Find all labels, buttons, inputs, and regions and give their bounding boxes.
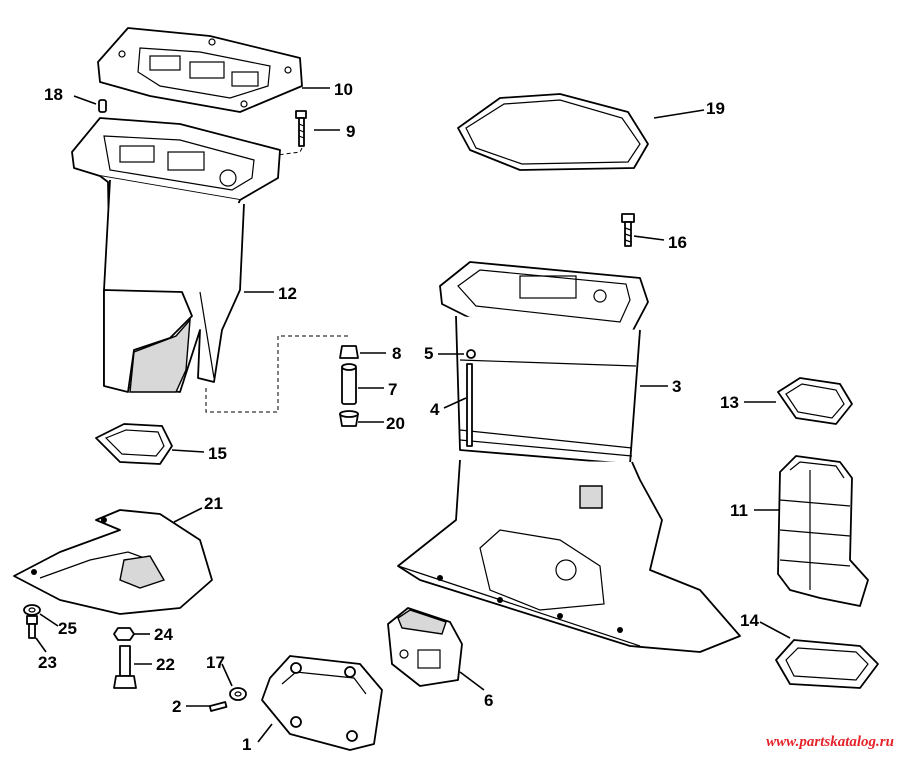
part-19-seal bbox=[457, 93, 649, 171]
part-18-dowel-pin bbox=[98, 99, 107, 113]
callout-14: 14 bbox=[740, 611, 759, 630]
callout-5: 5 bbox=[424, 344, 433, 363]
part-25-washer bbox=[23, 604, 41, 616]
callout-1: 1 bbox=[242, 735, 251, 754]
callout-25: 25 bbox=[58, 619, 77, 638]
callout-2: 2 bbox=[172, 697, 181, 716]
watermark-text: www.partskatalog.ru bbox=[766, 734, 894, 750]
part-20-grommet bbox=[339, 410, 359, 427]
part-14-gasket bbox=[775, 639, 879, 689]
part-10-gasket bbox=[97, 27, 303, 113]
part-17-washer bbox=[229, 687, 247, 701]
part-7-tube bbox=[341, 363, 357, 405]
part-8-bushing bbox=[339, 345, 359, 359]
part-15-gasket bbox=[95, 423, 173, 465]
part-22-bolt bbox=[113, 645, 137, 689]
part-6-mount bbox=[387, 607, 463, 687]
part-13-gasket bbox=[777, 377, 853, 425]
part-2-screw bbox=[208, 701, 228, 712]
callout-12: 12 bbox=[278, 284, 297, 303]
part-24-nut bbox=[113, 627, 135, 641]
callout-17: 17 bbox=[206, 653, 225, 672]
callout-13: 13 bbox=[720, 393, 739, 412]
part-3-exhaust-housing bbox=[397, 261, 741, 653]
part-4-stud bbox=[466, 363, 473, 447]
callout-20: 20 bbox=[386, 414, 405, 433]
callout-24: 24 bbox=[154, 625, 173, 644]
callout-23: 23 bbox=[38, 653, 57, 672]
callout-11: 11 bbox=[730, 501, 748, 520]
callout-10: 10 bbox=[334, 80, 353, 99]
callout-22: 22 bbox=[156, 655, 175, 674]
leader-lines bbox=[35, 87, 791, 743]
callout-19: 19 bbox=[706, 99, 725, 118]
callout-18: 18 bbox=[44, 85, 63, 104]
part-23-screw bbox=[26, 615, 38, 639]
part-5-nut bbox=[466, 349, 476, 359]
callout-9: 9 bbox=[346, 122, 355, 141]
callout-16: 16 bbox=[668, 233, 687, 252]
callout-8: 8 bbox=[392, 344, 401, 363]
callout-15: 15 bbox=[208, 444, 227, 463]
callout-21: 21 bbox=[204, 494, 223, 513]
callout-labels: 18 10 9 12 8 7 20 15 5 4 3 19 16 13 11 1… bbox=[38, 80, 759, 754]
part-11-exhaust-tube bbox=[777, 455, 869, 607]
part-12-adapter-housing bbox=[71, 117, 350, 413]
part-1-cover bbox=[261, 655, 383, 751]
part-21-anti-ventilation-plate bbox=[13, 509, 213, 615]
callout-7: 7 bbox=[388, 380, 397, 399]
callout-4: 4 bbox=[430, 400, 440, 419]
part-16-bolt bbox=[621, 213, 635, 247]
callout-6: 6 bbox=[484, 691, 493, 710]
callout-3: 3 bbox=[672, 377, 681, 396]
